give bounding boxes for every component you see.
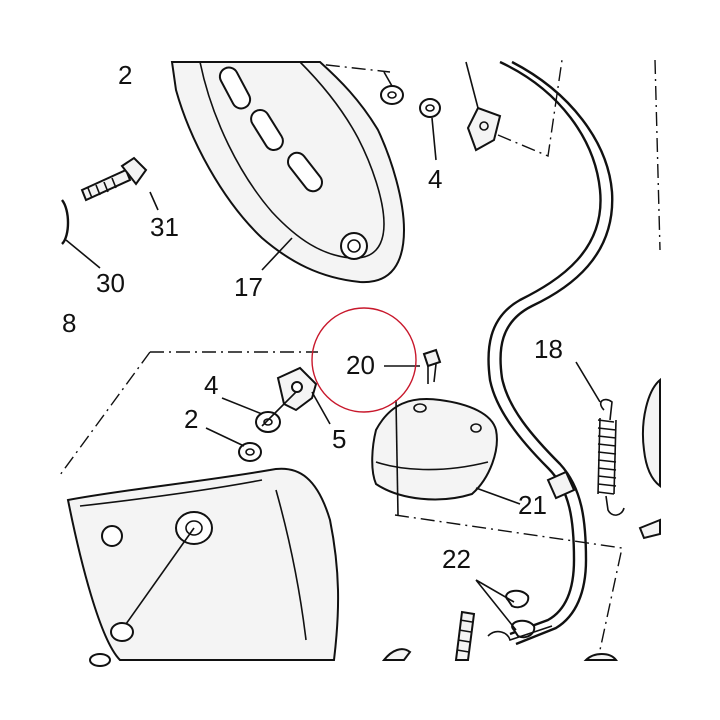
top-fastener-group — [380, 61, 502, 152]
callout-30: 30 — [96, 268, 125, 298]
callout-5: 5 — [332, 424, 346, 454]
callout-20: 20 — [346, 350, 375, 380]
clamps-22 — [475, 579, 553, 642]
callout-4-mid: 4 — [204, 370, 218, 400]
callout-4-top: 4 — [428, 164, 442, 194]
right-edge-partial-parts — [638, 377, 661, 540]
callout-22: 22 — [442, 544, 471, 574]
assembly-guide-lines — [59, 59, 661, 651]
screw-31 — [80, 156, 159, 211]
callout-21: 21 — [518, 490, 547, 520]
callout-2-mid: 2 — [184, 404, 198, 434]
cable-run — [487, 60, 614, 646]
cover-21 — [371, 398, 521, 516]
callout-2-top: 2 — [118, 60, 132, 90]
callout-17: 17 — [234, 272, 263, 302]
spring-18 — [575, 361, 625, 516]
bottom-partial-parts — [381, 610, 619, 661]
callout-31: 31 — [150, 212, 179, 242]
heat-shield-lower — [66, 467, 340, 667]
washer-2-mid — [205, 427, 262, 462]
heat-shield-upper — [170, 61, 406, 284]
callout-labels: 2 31 30 4 17 8 20 18 4 2 5 21 22 — [62, 60, 563, 574]
callout-18: 18 — [534, 334, 563, 364]
highlight-circle — [311, 307, 417, 413]
callout-8: 8 — [62, 308, 76, 338]
washer-4-mid — [221, 397, 281, 433]
screw-20 — [384, 348, 442, 384]
ring-30 — [60, 199, 101, 269]
clip-5 — [276, 366, 331, 425]
leader-lines — [261, 117, 437, 271]
mounting-axis-line — [261, 391, 297, 427]
